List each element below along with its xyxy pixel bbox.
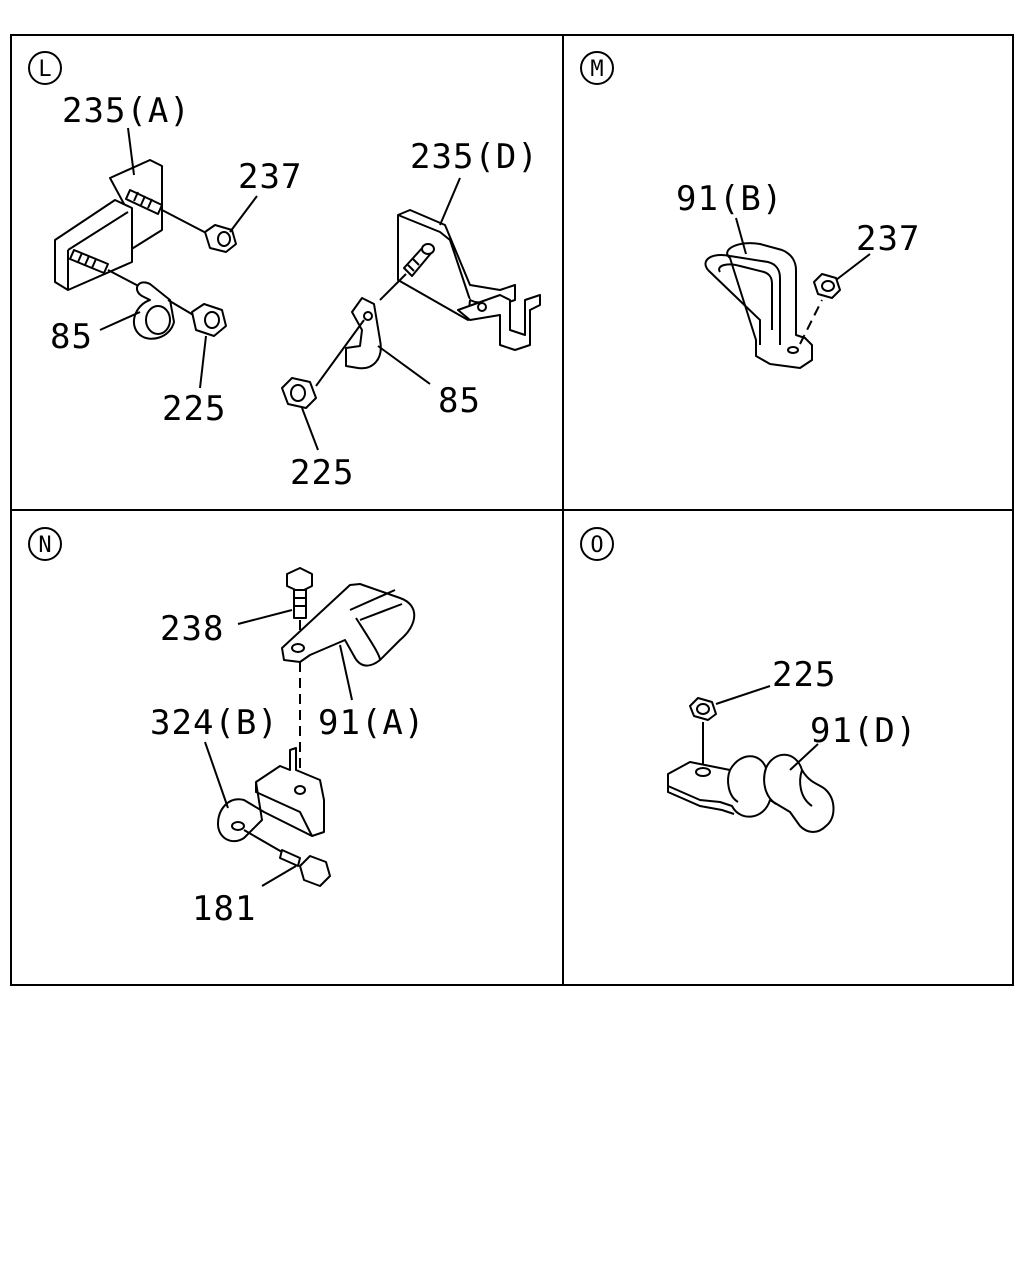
section-l: L	[28, 51, 541, 493]
leader-clip-nut-right	[315, 319, 365, 387]
bracket-235d	[397, 209, 541, 351]
section-m-marker: M	[580, 51, 614, 85]
bracket-235a	[54, 159, 163, 291]
label-225-right: 225	[290, 453, 354, 493]
section-n-leaders	[204, 609, 353, 887]
assembly-line-m	[799, 299, 823, 345]
nut-237-l	[204, 224, 237, 253]
bracket-324b	[217, 747, 325, 843]
stud-235a-lower	[69, 249, 109, 274]
diagram-frame	[10, 34, 1014, 986]
nut-225-l-a	[191, 303, 227, 337]
stud-235d	[403, 243, 435, 277]
svg-text:M: M	[590, 57, 603, 82]
clip-85-left	[132, 281, 175, 340]
clip-91a	[281, 583, 416, 667]
leader-235d-clip	[379, 273, 407, 301]
label-235a: 235(A)	[62, 91, 191, 131]
section-n-marker: N	[28, 527, 62, 561]
label-181: 181	[192, 889, 256, 929]
label-225-left: 225	[162, 389, 226, 429]
label-91d: 91(D)	[810, 711, 917, 751]
nut-225-o	[689, 697, 717, 721]
label-237-l: 237	[238, 157, 302, 197]
bolt-181	[279, 849, 331, 887]
label-237-m: 237	[856, 219, 920, 259]
clip-91b	[704, 242, 813, 369]
label-85-left: 85	[50, 317, 93, 357]
section-l-leaders	[99, 127, 461, 451]
assembly-line-181	[243, 829, 283, 853]
section-n: N	[28, 527, 425, 929]
leader-clip-nut	[167, 299, 196, 317]
section-l-marker: L	[28, 51, 62, 85]
svg-text:O: O	[590, 533, 603, 558]
clip-91d	[667, 753, 835, 833]
bolt-238	[286, 567, 313, 619]
section-o-marker: O	[580, 527, 614, 561]
label-91a: 91(A)	[318, 703, 425, 743]
label-91b: 91(B)	[676, 179, 783, 219]
section-m-leaders	[735, 217, 871, 281]
label-85-right: 85	[438, 381, 481, 421]
section-m: M 91(B) 237	[580, 51, 920, 369]
svg-text:L: L	[38, 57, 51, 82]
label-225-o: 225	[772, 655, 836, 695]
nut-237-m	[813, 273, 841, 299]
svg-text:N: N	[38, 533, 51, 558]
leader-upper-stud	[161, 209, 211, 236]
section-o: O 225 91(D)	[580, 527, 917, 833]
label-324b: 324(B)	[150, 703, 279, 743]
section-o-leaders	[715, 685, 819, 771]
clip-85-right	[345, 297, 382, 370]
label-235d: 235(D)	[410, 137, 539, 177]
label-238: 238	[160, 609, 224, 649]
stud-235a-upper	[125, 189, 163, 215]
nut-225-l-b	[281, 377, 317, 409]
